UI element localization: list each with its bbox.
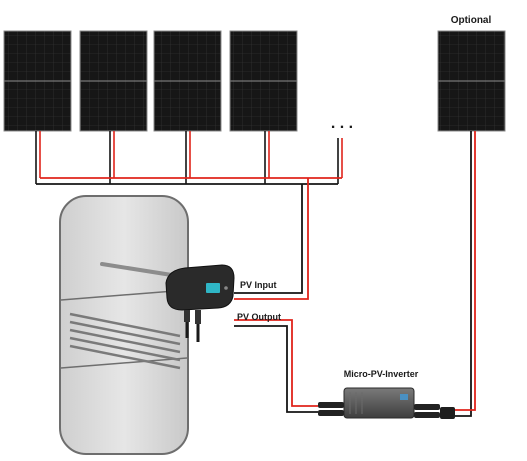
micro-inverter-device	[318, 387, 455, 419]
controller-screen	[206, 283, 220, 293]
inverter-status-icon	[400, 394, 408, 400]
heating-controller-device	[165, 264, 235, 342]
micro-inverter-label: Micro-PV-Inverter	[344, 369, 419, 379]
solar-panel-1	[3, 30, 72, 132]
bus-wires	[36, 177, 342, 185]
controller-button-icon	[224, 286, 228, 290]
pv-input-wires	[234, 178, 309, 300]
solar-panel-optional	[437, 30, 506, 132]
more-panels-ellipsis: . . .	[331, 115, 353, 132]
optional-label: Optional	[451, 15, 492, 26]
solar-panel-2	[79, 30, 148, 132]
solar-panel-3	[153, 30, 222, 132]
water-heater-tank	[59, 195, 189, 455]
pv-input-label: PV Input	[240, 280, 277, 290]
pv-output-wires	[234, 319, 318, 413]
panel-drop-wires	[35, 131, 343, 184]
optional-panel-wires	[455, 131, 476, 417]
solar-panel-4	[229, 30, 298, 132]
pv-output-label: PV Output	[237, 312, 281, 322]
